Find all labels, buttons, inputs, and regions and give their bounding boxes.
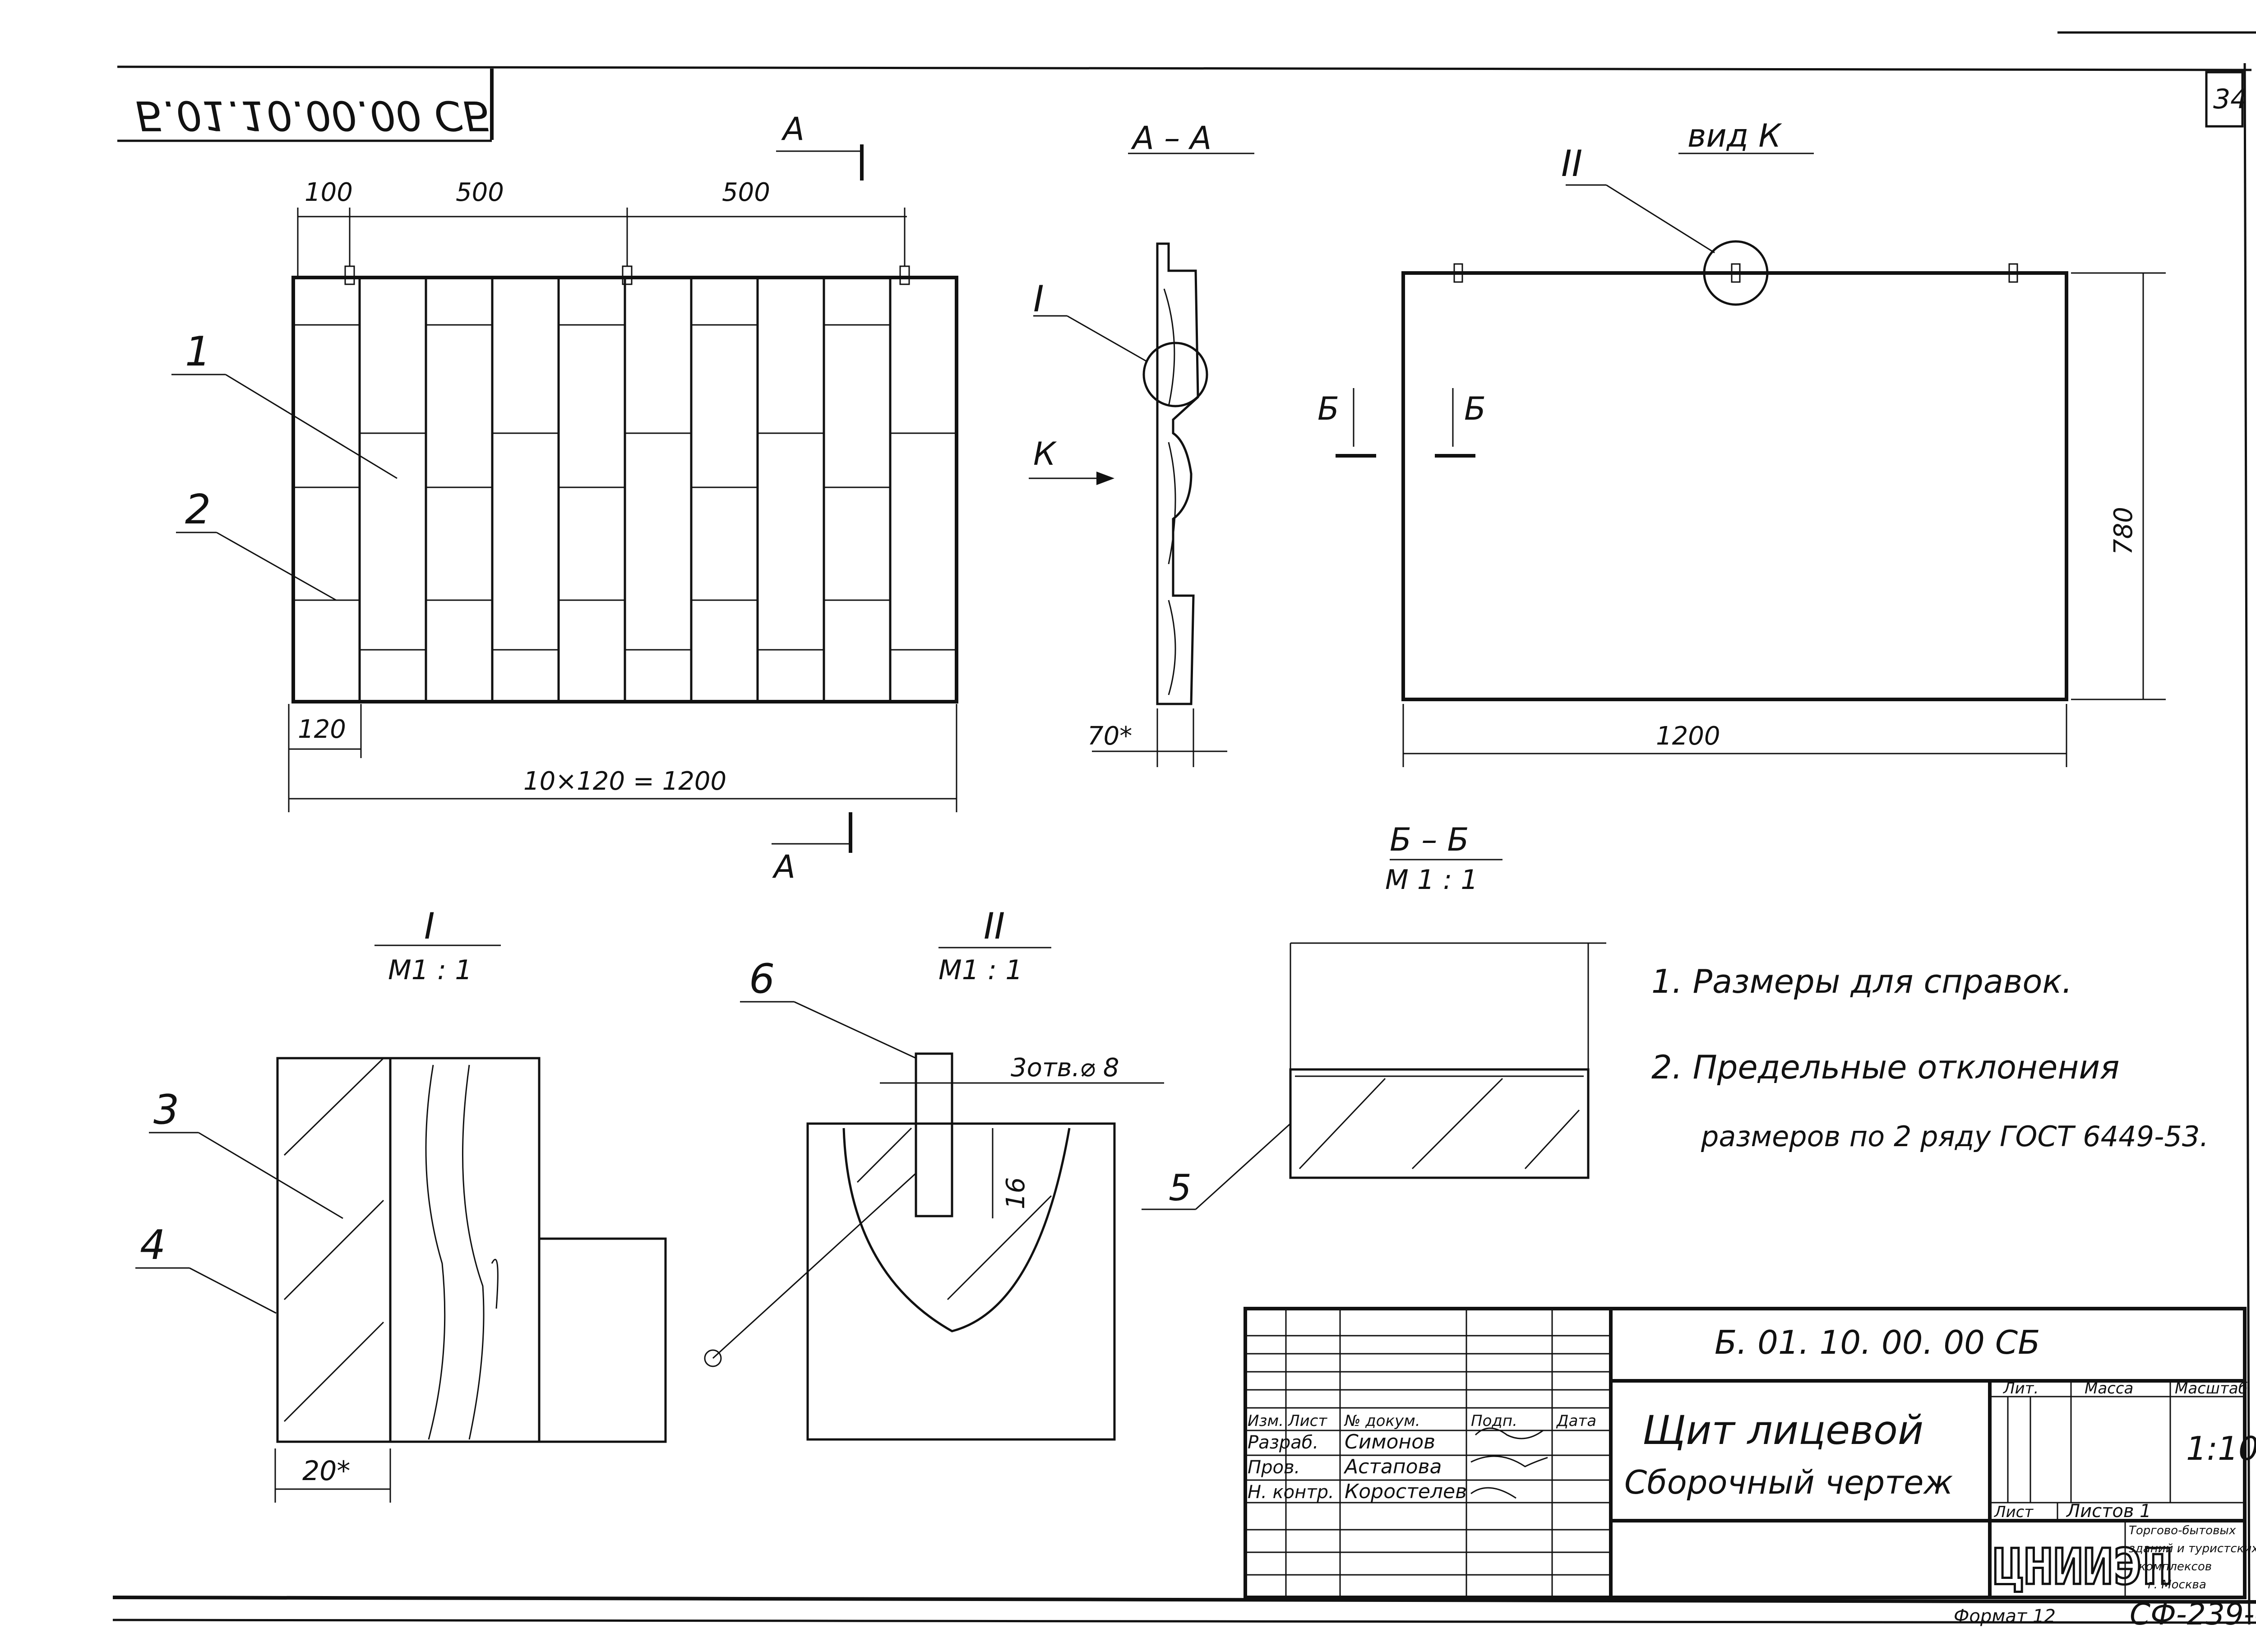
tb-org-4: г. Москва — [2148, 1578, 2206, 1592]
tb-org-3: комплексов — [2139, 1560, 2212, 1573]
dim-thickness-70: 70* — [1087, 722, 1132, 751]
tb-sheet: Лист — [1993, 1503, 2034, 1521]
view-k-title: вид К — [1687, 117, 1782, 154]
drawing-code: СФ-239-05 — [2130, 1597, 2256, 1632]
holes-note: 3отв.⌀ 8 — [1011, 1053, 1119, 1083]
tb-h-doc: № докум. — [1344, 1412, 1420, 1430]
tb-h-list: Лист — [1287, 1412, 1327, 1430]
tb-col-scale: Масштаб — [2175, 1379, 2248, 1397]
note-1: 1. Размеры для справок. — [1651, 963, 2072, 1000]
detail-mark-2: II — [1561, 143, 1582, 185]
dim-500-left: 500 — [456, 178, 504, 207]
note-2-cont: размеров по 2 ряду ГОСТ 6449-53. — [1701, 1120, 2209, 1153]
front-view — [171, 144, 958, 853]
cut-label-b-left: Б — [1318, 390, 1339, 427]
tb-scale: 1:10 — [2186, 1430, 2256, 1467]
cut-label-b-right: Б — [1464, 390, 1486, 427]
detail-2-scale: М1 : 1 — [938, 954, 1022, 986]
dim-20: 20* — [302, 1455, 350, 1487]
callout-2: 2 — [185, 486, 211, 533]
tb-h-izm: Изм. — [1248, 1412, 1284, 1430]
tb-name-1: Щит лицевой — [1642, 1407, 1923, 1453]
detail-2-title: II — [984, 905, 1005, 947]
section-b-b-title: Б – Б — [1390, 821, 1469, 858]
dim-120: 120 — [298, 715, 346, 744]
callout-1: 1 — [185, 328, 211, 375]
tb-sheets: Листов 1 — [2066, 1501, 2151, 1522]
callout-3: 3 — [153, 1086, 179, 1134]
detail-2 — [704, 947, 1164, 1441]
section-b-b — [1142, 859, 1606, 1210]
dim-100: 100 — [305, 178, 353, 207]
tb-h-date: Дата — [1556, 1412, 1596, 1430]
tb-doc-number: Б. 01. 10. 00. 00 СБ — [1715, 1323, 2040, 1361]
tb-role-1: Разраб. — [1248, 1432, 1318, 1453]
view-k-arrow-label: К — [1033, 435, 1057, 472]
tb-role-2: Пров. — [1248, 1457, 1300, 1478]
cut-label-a-bottom: А — [772, 848, 795, 885]
detail-1-title: I — [424, 905, 435, 947]
callout-6: 6 — [749, 955, 775, 1003]
dim-height-780: 780 — [2109, 507, 2138, 555]
detail-1 — [135, 944, 667, 1503]
dim-width-1200: 1200 — [1656, 722, 1720, 751]
title-block — [1244, 1307, 2247, 1599]
tb-name-2: Сборочный чертеж — [1624, 1463, 1953, 1501]
sheet-frame — [112, 31, 2256, 1625]
section-a-a-title: А – А — [1131, 120, 1211, 157]
tb-org-1: Торгово-бытовых — [2129, 1524, 2236, 1537]
section-b-b-scale: М 1 : 1 — [1385, 864, 1478, 896]
tb-org-2: зданий и туристских — [2129, 1542, 2256, 1555]
tb-col-mass: Масса — [2085, 1379, 2133, 1397]
tb-role-3: Н. контр. — [1248, 1482, 1334, 1503]
callout-5: 5 — [1169, 1167, 1192, 1209]
format-label: Формат 12 — [1954, 1606, 2056, 1627]
tb-name-row-1: Симонов — [1345, 1430, 1435, 1453]
cut-label-a-top: А — [781, 111, 804, 148]
dim-overall: 10×120 = 1200 — [523, 767, 726, 796]
dim-500-right: 500 — [722, 178, 770, 207]
tb-name-row-3: Коростелев — [1345, 1480, 1467, 1503]
tb-col-lit: Лит. — [2002, 1379, 2039, 1397]
tb-org-logo: ЦНИИЭП — [1993, 1538, 2173, 1596]
detail-1-scale: М1 : 1 — [388, 954, 472, 986]
sheet-corner-number: 34 — [2213, 83, 2247, 115]
callout-4: 4 — [140, 1222, 166, 1269]
detail-mark-1: I — [1033, 278, 1044, 320]
note-2: 2. Предельные отклонения — [1651, 1048, 2119, 1086]
dim-depth-16: 16 — [1001, 1177, 1031, 1209]
tb-h-sign: Подп. — [1471, 1412, 1517, 1430]
top-stamp: Б.01.10.00.00 СБ — [117, 69, 494, 142]
tb-name-row-2: Астапова — [1343, 1455, 1442, 1478]
top-stamp-code: Б.01.10.00.00 СБ — [135, 92, 490, 139]
view-k — [1336, 153, 2166, 767]
section-a-a — [1029, 153, 1254, 767]
